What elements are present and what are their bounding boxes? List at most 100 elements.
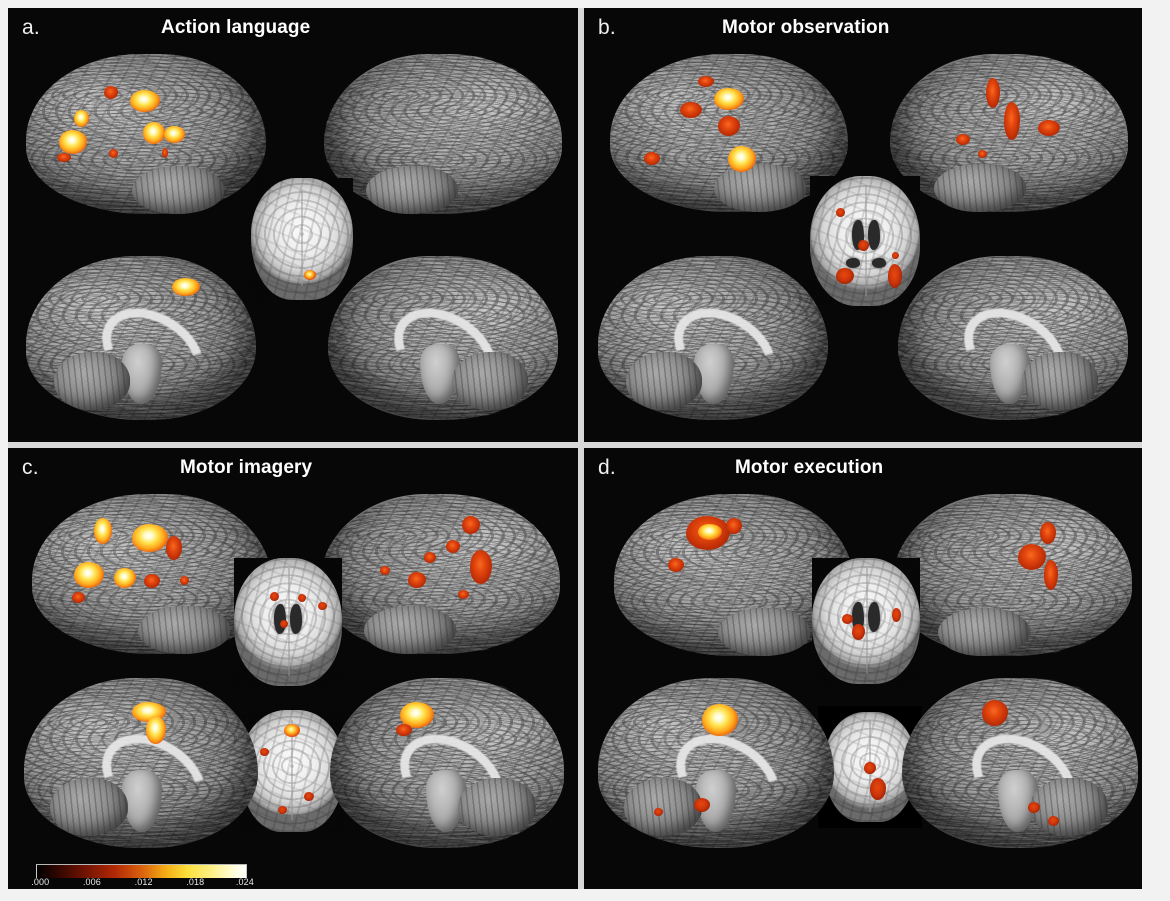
panel-letter-a: a.: [22, 16, 40, 39]
activation-cluster: [654, 808, 663, 816]
slice-midline: [301, 190, 303, 286]
slice-midline: [288, 568, 290, 676]
posterior-horn-right: [872, 258, 886, 268]
panel-letter-c: c.: [22, 456, 39, 479]
cerebellum: [1030, 778, 1108, 836]
activation-cluster: [892, 252, 899, 259]
brain-b-left-lateral: [610, 54, 848, 212]
activation-cluster: [1018, 544, 1046, 570]
activation-cluster: [728, 146, 756, 172]
cerebellum: [626, 352, 702, 410]
activation-cluster: [260, 748, 269, 756]
activation-cluster: [446, 540, 460, 553]
colorbar-tick-2: .012: [134, 877, 153, 887]
activation-cluster: [132, 524, 168, 552]
cerebellum: [934, 164, 1026, 212]
activation-cluster: [166, 536, 182, 560]
activation-cluster: [59, 130, 87, 154]
brain-a-right-lateral: [324, 54, 562, 214]
slice-midline: [291, 720, 293, 820]
cerebellum: [624, 778, 702, 836]
panel-title-b: Motor observation: [722, 17, 890, 38]
cerebellum: [364, 606, 456, 654]
activation-cluster: [858, 240, 869, 251]
activation-cluster: [714, 88, 744, 110]
activation-cluster: [1028, 802, 1040, 813]
activation-cluster: [109, 149, 118, 158]
colorbar-tick-3: .018: [186, 877, 205, 887]
activation-cluster: [458, 590, 469, 599]
activation-cluster: [130, 90, 160, 112]
panel-letter-d: d.: [598, 456, 616, 479]
activation-cluster: [144, 574, 160, 588]
colorbar-tick-labels: .000 .006 .012 .018 .024: [31, 877, 253, 889]
activation-cluster: [718, 116, 740, 136]
activation-cluster: [424, 552, 436, 563]
activation-cluster: [892, 608, 901, 622]
activation-cluster: [888, 264, 902, 288]
activation-cluster: [836, 208, 845, 217]
lateral-ventricle-left: [274, 604, 286, 634]
cerebellum: [452, 352, 528, 410]
brain-d-right-medial: [902, 678, 1138, 848]
brain-b-left-medial: [598, 256, 828, 420]
panel-divider-vertical: [578, 8, 584, 889]
activation-cluster: [982, 700, 1008, 726]
activation-cluster: [298, 594, 306, 602]
cerebellum: [132, 166, 224, 214]
brain-b-right-lateral: [890, 54, 1128, 212]
brain-c-right-lateral: [320, 494, 560, 654]
lateral-ventricle-right: [868, 602, 880, 632]
activation-cluster: [852, 624, 865, 640]
activation-cluster: [1038, 120, 1060, 136]
activation-cluster: [726, 518, 742, 534]
activation-cluster: [836, 268, 854, 284]
activation-cluster: [864, 762, 876, 774]
activation-cluster: [280, 620, 288, 628]
slice-d-axial: [812, 558, 920, 684]
activation-cluster: [284, 724, 300, 737]
cerebellum: [138, 606, 230, 654]
activation-cluster: [304, 270, 316, 280]
brain-c-right-medial: [330, 678, 564, 848]
activation-cluster: [842, 614, 853, 624]
slice-midline: [866, 568, 868, 674]
panel-motor-imagery: c. Motor imagery: [8, 448, 578, 889]
colorbar-tick-1: .006: [82, 877, 101, 887]
activation-cluster: [694, 798, 710, 812]
activation-cluster: [698, 524, 722, 540]
activation-cluster: [180, 576, 189, 585]
cerebellum: [714, 164, 806, 212]
activation-cluster: [870, 778, 886, 800]
panel-title-d: Motor execution: [735, 457, 884, 478]
activation-cluster: [1004, 102, 1020, 140]
activation-cluster: [470, 550, 492, 584]
posterior-horn-left: [846, 258, 860, 268]
cerebellum: [54, 352, 130, 410]
cerebellum: [366, 166, 458, 214]
activation-cluster: [104, 86, 118, 99]
lateral-ventricle-right: [868, 220, 880, 250]
activation-cluster: [146, 716, 166, 744]
activation-cluster: [162, 148, 168, 158]
panel-title-a: Action language: [161, 17, 311, 38]
cerebellum: [1022, 352, 1098, 410]
activation-cluster: [698, 76, 714, 87]
panel-letter-b: b.: [598, 16, 616, 39]
activation-cluster: [72, 592, 85, 603]
colorbar-tick-0: .000: [31, 877, 50, 887]
activation-cluster: [644, 152, 660, 165]
brain-b-right-medial: [898, 256, 1128, 420]
brain-c-left-medial: [24, 678, 258, 848]
activation-likelihood-colorbar: .000 .006 .012 .018 .024: [31, 860, 266, 889]
cerebellum: [50, 778, 128, 836]
activation-cluster: [1044, 560, 1058, 590]
brain-a-left-lateral: [26, 54, 266, 214]
slice-d-coronal: [818, 706, 922, 828]
activation-cluster: [74, 110, 89, 127]
activation-cluster: [986, 78, 1000, 108]
activation-cluster: [270, 592, 279, 601]
slice-b-axial: [810, 176, 920, 306]
activation-cluster: [978, 150, 987, 158]
